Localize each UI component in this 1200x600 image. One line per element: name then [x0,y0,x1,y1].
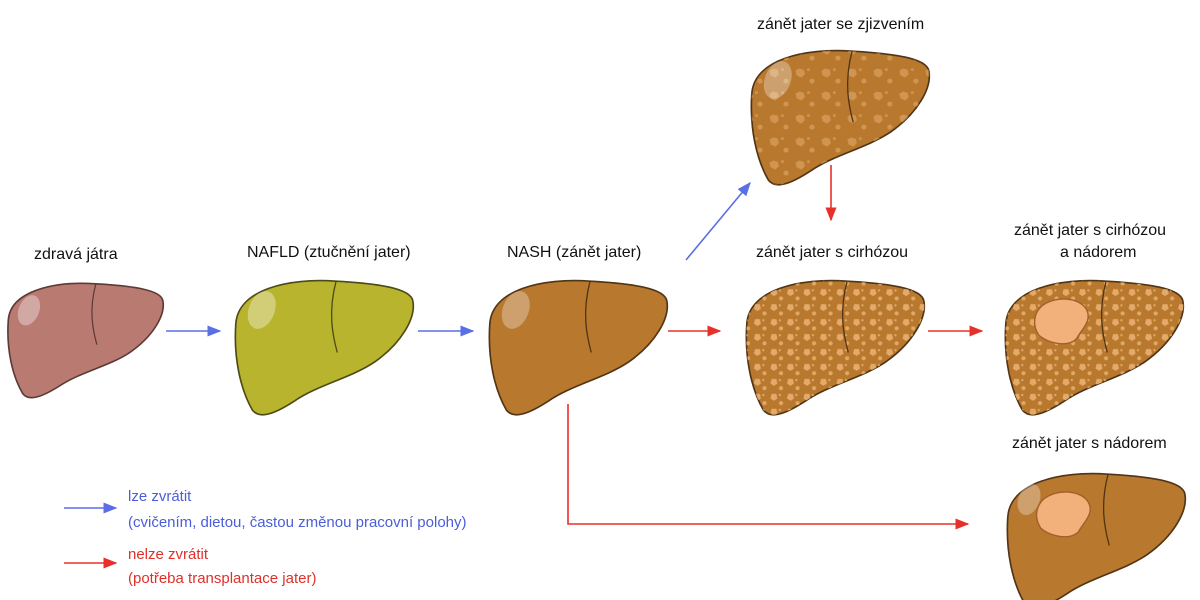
label-cirrhosis-tumor-line1: zánět jater s cirhózou [1014,222,1167,239]
label-nash: NASH (zánět jater) [507,244,642,261]
arrow-nash-to-tumor [567,404,970,530]
legend-irreversible-detail: (potřeba transplantace jater) [128,570,317,587]
legend-reversible-title: lze zvrátit [128,488,192,505]
liver-tumor [1006,472,1187,600]
label-cirrhosis: zánět jater s cirhózou [756,244,909,261]
tumor-mass [1035,491,1091,538]
liver-cirrhosis [745,279,926,416]
arrow-nash-to-fibrosis [685,181,751,261]
label-nafld: NAFLD (ztučnění jater) [247,244,411,261]
label-healthy: zdravá játra [34,246,118,263]
liver-fibrosis [750,49,931,186]
label-tumor: zánět jater s nádorem [1012,435,1167,452]
legend-irreversible-title: nelze zvrátit [128,546,209,563]
tumor-mass [1033,298,1089,345]
liver-nash [488,279,669,416]
liver-cirrhosis-tumor [1004,279,1185,416]
liver-healthy [7,282,165,399]
legend-reversible-detail: (cvičením, dietou, častou změnou pracovn… [128,514,467,531]
label-cirrhosis-tumor-line2: a nádorem [1060,244,1137,261]
liver-nafld [234,279,415,416]
label-fibrosis: zánět jater se zjizvením [757,16,925,33]
